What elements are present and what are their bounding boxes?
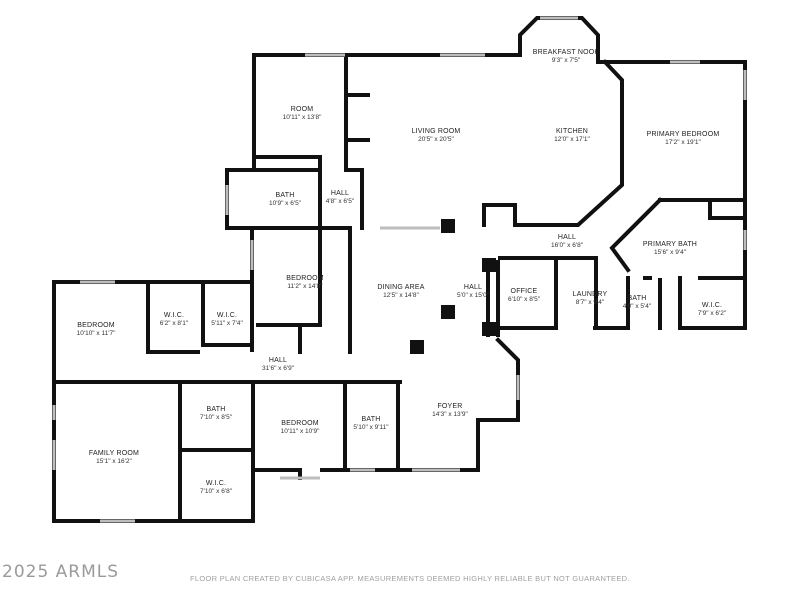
room-name: PRIMARY BEDROOM: [646, 131, 720, 138]
room-dimensions: 17'2" x 19'1": [665, 139, 701, 147]
room-label-wic-1: W.I.C.7'9" x 6'2": [698, 302, 726, 318]
room-name: HALL: [268, 357, 288, 364]
room-dimensions: 6'10" x 8'5": [507, 296, 541, 304]
room-name: FOYER: [437, 403, 463, 410]
room-dimensions: 5'10" x 9'11": [353, 424, 389, 432]
room-name: DINING AREA: [377, 284, 425, 291]
room-name: BEDROOM: [77, 322, 115, 329]
room-dimensions: 6'2" x 8'1": [159, 320, 189, 328]
copyright-text: 2025 ARMLS: [2, 562, 120, 582]
room-name: HALL: [463, 284, 483, 291]
room-name: BEDROOM: [286, 275, 324, 282]
room-dimensions: 7'10" x 8'5": [199, 414, 233, 422]
floor-plan-disclaimer: FLOOR PLAN CREATED BY CUBICASA APP. MEAS…: [190, 574, 630, 583]
room-name: PRIMARY BATH: [642, 241, 698, 248]
room-dimensions: 14'3" x 13'9": [432, 411, 468, 419]
room-name: W.I.C.: [205, 480, 227, 487]
walls: [52, 16, 747, 523]
room-name: BATH: [627, 295, 647, 302]
room-dimensions: 10'11" x 10'9": [280, 428, 320, 436]
room-dimensions: 4'0" x 5'4": [622, 303, 652, 311]
windows: [52, 16, 747, 523]
room-name: W.I.C.: [216, 312, 238, 319]
room-dimensions: 12'0" x 17'1": [554, 136, 590, 144]
room-name: W.I.C.: [163, 312, 185, 319]
room-name: W.I.C.: [701, 302, 723, 309]
room-dimensions: 7'10" x 6'8": [199, 488, 233, 496]
room-dimensions: 15'6" x 9'4": [653, 249, 687, 257]
room-dimensions: 16'0" x 6'8": [550, 242, 584, 250]
room-dimensions: 11'2" x 14'8": [287, 283, 323, 291]
room-name: LIVING ROOM: [411, 128, 461, 135]
room-dimensions: 15'1" x 16'2": [96, 458, 132, 466]
room-name: BEDROOM: [281, 420, 319, 427]
room-name: LAUNDRY: [572, 291, 608, 298]
room-name: ROOM: [290, 106, 314, 113]
room-dimensions: 31'6" x 6'9": [261, 365, 295, 373]
room-name: FAMILY ROOM: [88, 450, 140, 457]
room-label-wic-4: W.I.C.7'10" x 6'8": [200, 480, 232, 496]
room-label-wic-2: W.I.C.6'2" x 8'1": [160, 312, 188, 328]
room-dimensions: 10'9" x 6'5": [268, 200, 302, 208]
room-dimensions: 8'7" x 9'4": [575, 299, 605, 307]
room-name: OFFICE: [510, 288, 538, 295]
room-name: BREAKFAST NOOK: [532, 49, 600, 56]
room-dimensions: 12'5" x 14'8": [383, 292, 419, 300]
room-dimensions: 4'8" x 6'5": [325, 198, 355, 206]
room-dimensions: 5'0" x 15'0": [456, 292, 490, 300]
room-dimensions: 7'9" x 6'2": [697, 310, 727, 318]
room-dimensions: 10'10" x 11'7": [76, 330, 116, 338]
pillars: [410, 219, 496, 354]
room-name: HALL: [330, 190, 350, 197]
room-name: BATH: [275, 192, 295, 199]
room-dimensions: 10'11" x 13'8": [282, 114, 322, 122]
room-name: HALL: [557, 234, 577, 241]
room-dimensions: 9'3" x 7'5": [551, 57, 581, 65]
room-name: BATH: [206, 406, 226, 413]
room-dimensions: 20'5" x 20'5": [418, 136, 454, 144]
room-name: BATH: [361, 416, 381, 423]
room-label-wic-3: W.I.C.5'11" x 7'4": [211, 312, 243, 328]
room-name: KITCHEN: [555, 128, 589, 135]
room-dimensions: 5'11" x 7'4": [211, 320, 243, 328]
